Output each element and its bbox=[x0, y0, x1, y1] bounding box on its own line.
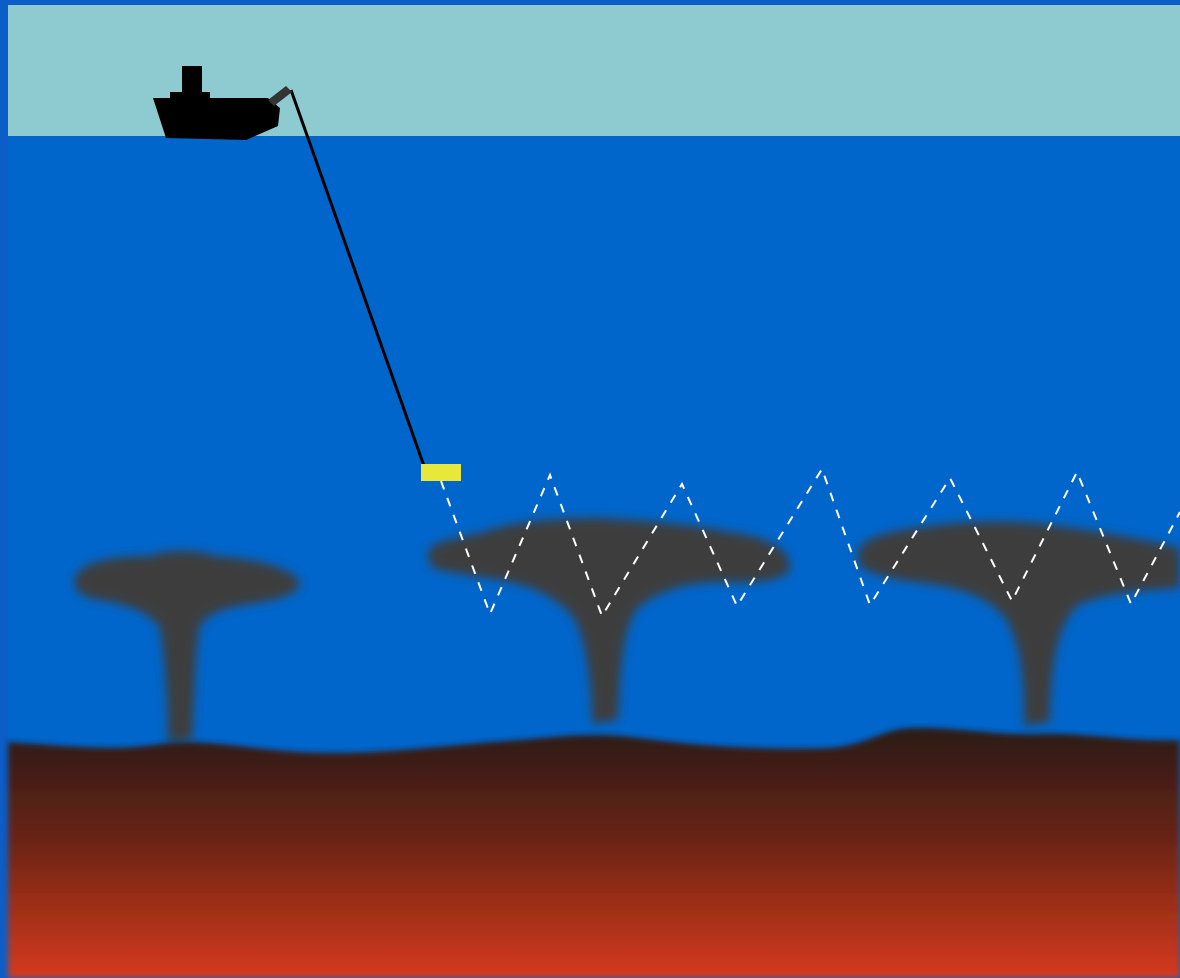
towed-instrument-icon bbox=[421, 464, 461, 481]
seafloor bbox=[8, 728, 1180, 978]
